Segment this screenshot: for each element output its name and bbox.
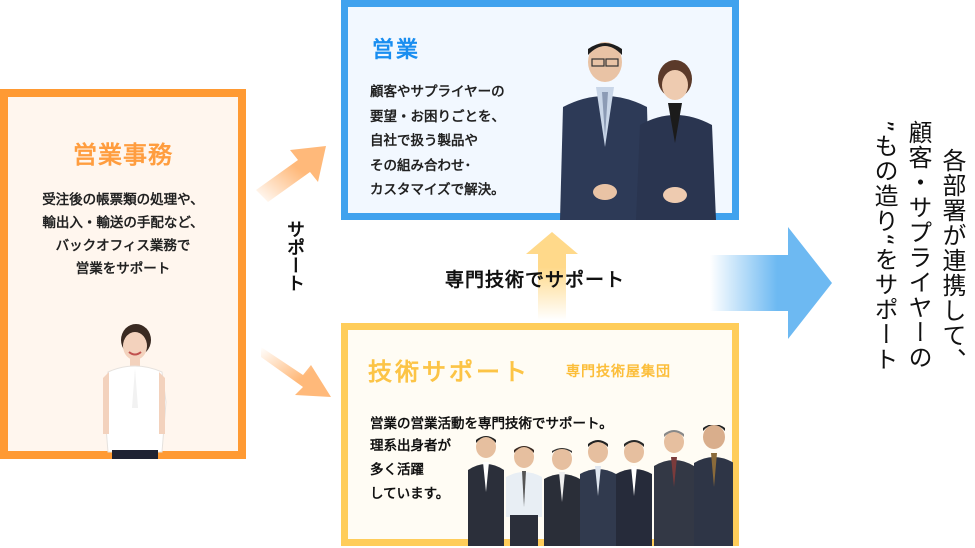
tech-team-photo (468, 425, 733, 546)
arrow-to-message-icon (710, 227, 832, 339)
tech-support-label: 専門技術でサポート (445, 269, 626, 291)
sales-card: 営業 顧客やサプライヤーの 要望・お困りごとを、 自社で扱う製品や その組み合わ… (341, 0, 739, 220)
sales-desc-line: カスタマイズで解決。 (370, 182, 505, 198)
office-card-title: 営業事務 (73, 141, 173, 169)
arrow-to-sales-icon (256, 146, 326, 202)
tech-card-title: 技術サポート (368, 358, 530, 386)
office-card-description: 受注後の帳票類の処理や、 輸出入・輸送の手配など、 バックオフィス業務で 営業を… (8, 189, 238, 281)
office-desc-line: 受注後の帳票類の処理や、 (42, 192, 204, 208)
message-line-1: 各部署が連携して、 (938, 148, 966, 373)
sales-desc-line: 顧客やサプライヤーの (370, 84, 505, 100)
message-line-2: 顧客・サプライヤーの (904, 120, 932, 370)
tech-card-lead: 営業の営業活動を専門技術でサポート。 (370, 416, 613, 432)
office-card: 営業事務 受注後の帳票類の処理や、 輸出入・輸送の手配など、 バックオフィス業務… (0, 89, 246, 459)
tech-desc-line: 理系出身者が (370, 438, 451, 454)
tech-card-description: 理系出身者が 多く活躍 しています。 (370, 434, 451, 506)
sales-card-title: 営業 (372, 38, 421, 63)
arrow-up-tech-to-sales-icon (526, 232, 578, 320)
tech-desc-line: 多く活躍 (370, 462, 424, 478)
collaboration-message: 各部署が連携して、 顧客・サプライヤーの ”もの造り“をサポート (867, 120, 975, 420)
sales-desc-line: 自社で扱う製品や (370, 133, 478, 149)
arrow-to-tech-icon (261, 347, 331, 397)
office-desc-line: 輸出入・輸送の手配など、 (42, 215, 204, 231)
office-staff-photo (103, 324, 167, 459)
tech-desc-line: しています。 (370, 486, 450, 502)
tech-card-subtitle: 専門技術屋集団 (566, 364, 671, 380)
support-label: サポート (284, 220, 305, 292)
office-desc-line: 営業をサポート (75, 261, 171, 277)
tech-support-card: 技術サポート 専門技術屋集団 営業の営業活動を専門技術でサポート。 理系出身者が… (341, 323, 739, 546)
sales-staff-photo (560, 42, 716, 220)
sales-card-description: 顧客やサプライヤーの 要望・お困りごとを、 自社で扱う製品や その組み合わせ･ … (370, 80, 505, 203)
sales-desc-line: その組み合わせ･ (370, 157, 472, 174)
sales-desc-line: 要望・お困りごとを、 (370, 108, 505, 125)
message-line-3: ”もの造り“をサポート (870, 120, 898, 372)
office-desc-line: バックオフィス業務で (55, 238, 191, 254)
